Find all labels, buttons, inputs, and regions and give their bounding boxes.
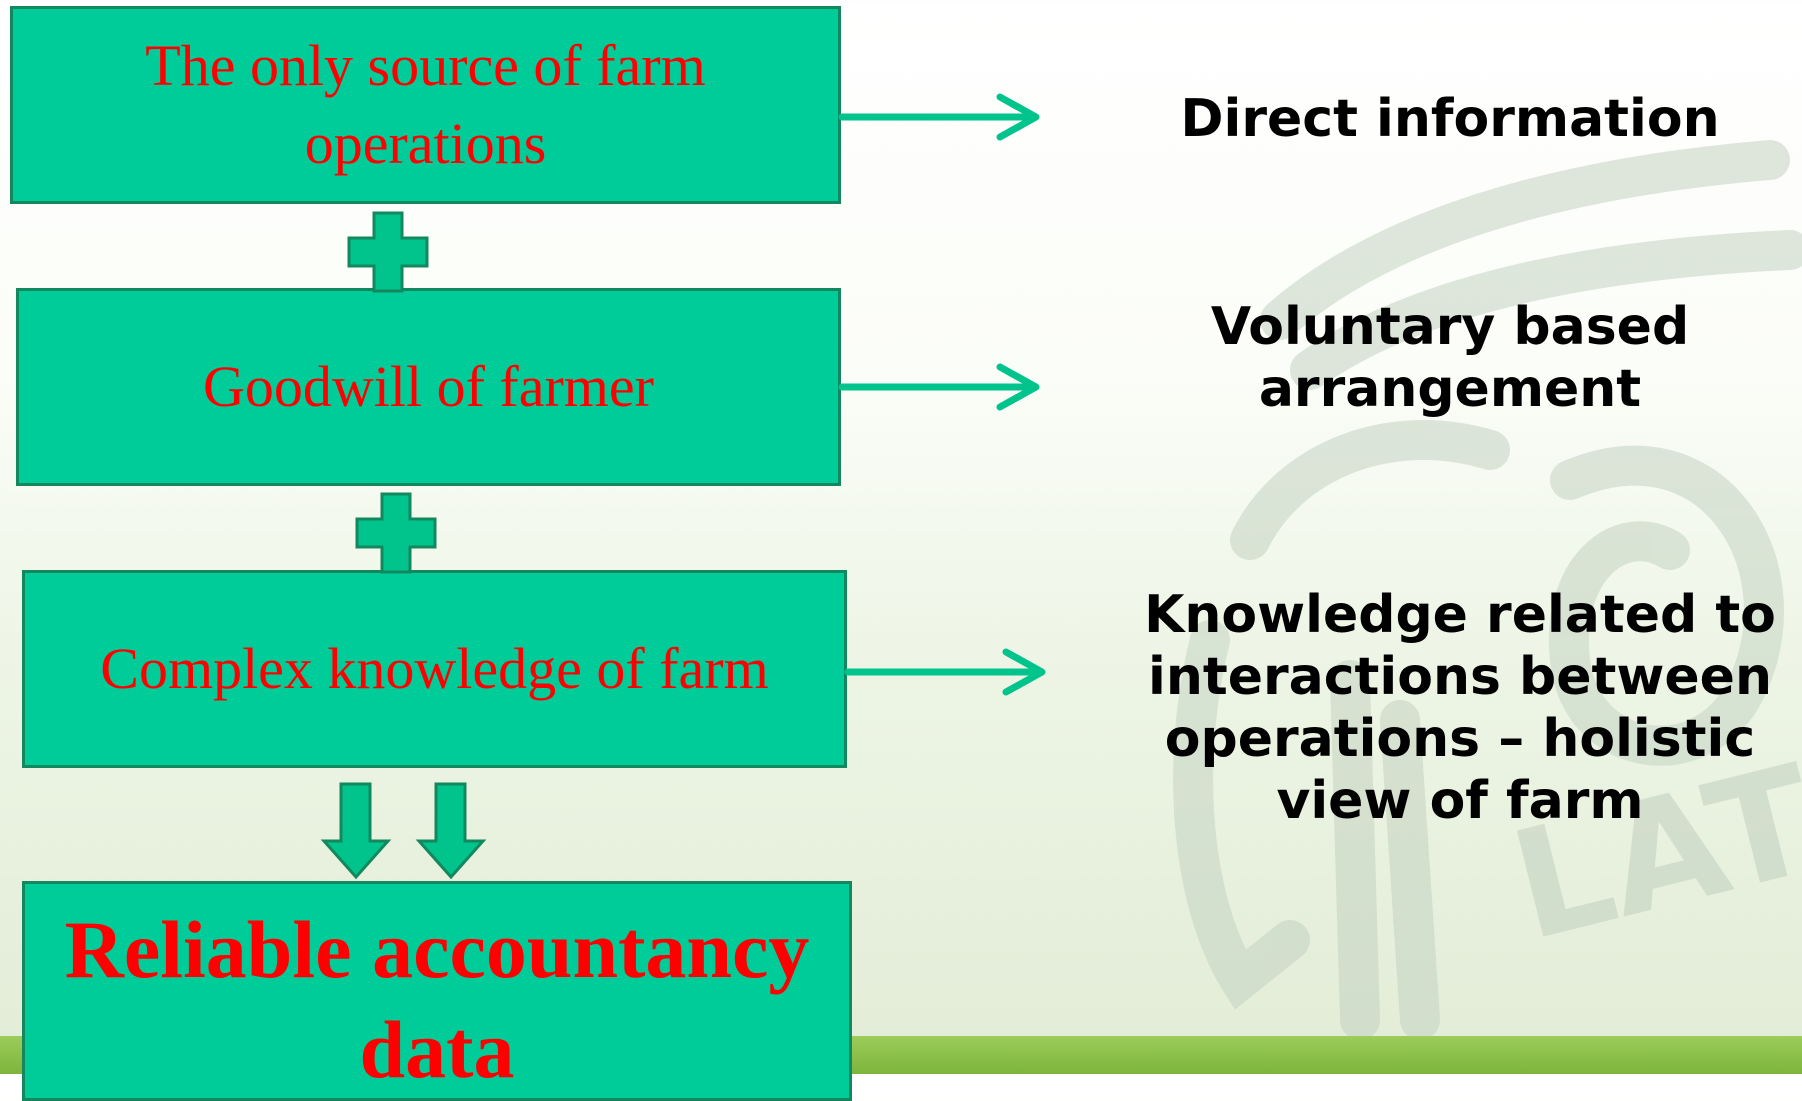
box-complex-knowledge: Complex knowledge of farm — [22, 570, 847, 768]
plus-icon — [355, 492, 437, 574]
box-source-of-operations: The only source of farm operations — [10, 6, 841, 204]
right-arrow-icon — [838, 363, 1040, 411]
box-reliable-data-label: Reliable accountancy data — [64, 904, 810, 1095]
box-source-of-operations-label: The only source of farm operations — [145, 33, 706, 176]
box-reliable-data: Reliable accountancy data — [22, 881, 852, 1101]
annotation-voluntary-arrangement: Voluntary based arrangement — [1210, 297, 1690, 419]
plus-icon — [347, 211, 429, 293]
box-goodwill-label: Goodwill of farmer — [203, 354, 654, 419]
down-arrow-icon — [415, 782, 487, 880]
logo-watermark: LAT — [1173, 140, 1802, 1040]
down-arrow-icon — [320, 782, 392, 880]
right-arrow-icon — [844, 648, 1046, 696]
right-arrow-icon — [838, 93, 1040, 141]
annotation-holistic-view: Knowledge related to interactions betwee… — [1144, 585, 1776, 831]
box-goodwill: Goodwill of farmer — [16, 288, 841, 486]
annotation-direct-information: Direct information — [1180, 89, 1720, 149]
box-complex-knowledge-label: Complex knowledge of farm — [100, 636, 769, 701]
